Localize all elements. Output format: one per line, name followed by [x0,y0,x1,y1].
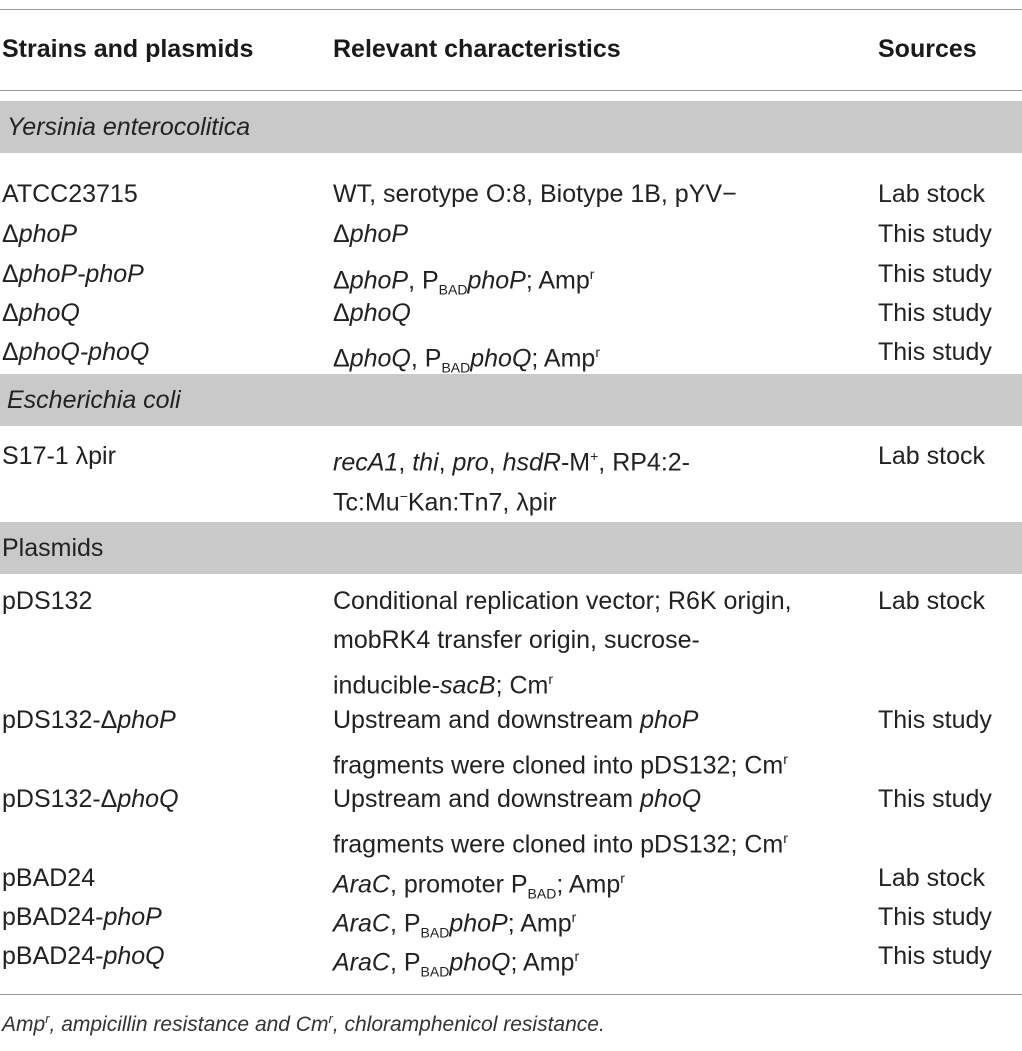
table-row-name: ΔphoP-phoP [2,260,144,288]
header-sources: Sources [878,35,977,63]
table-row-name: ΔphoP [2,220,78,248]
table-row-source: Lab stock [878,864,986,892]
table-row-name: pBAD24-phoP [2,903,162,931]
section-label: Escherichia coli [7,386,181,414]
table-row-characteristics: fragments were cloned into pDS132; Cmr [333,751,788,780]
table-row-characteristics: inducible-sacB; Cmr [333,671,554,700]
table-row-characteristics: WT, serotype O:8, Biotype 1B, pYV− [333,180,737,208]
table-row-source: This study [878,785,992,813]
table-row-characteristics: fragments were cloned into pDS132; Cmr [333,830,788,859]
table-row-characteristics: ΔphoP [333,220,409,248]
table-row-source: This study [878,706,992,734]
table-row-source: This study [878,338,992,366]
table-row-source: This study [878,260,992,288]
header-characteristics: Relevant characteristics [333,35,621,63]
table-row-name: ΔphoQ [2,299,80,327]
table-row-characteristics: ΔphoQ, PBADphoQ; Ampr [333,344,601,376]
table-row-characteristics: ΔphoP, PBADphoP; Ampr [333,266,595,298]
header-strains: Strains and plasmids [2,35,254,63]
table-row-characteristics: mobRK4 transfer origin, sucrose- [333,626,700,654]
table-row-characteristics: Upstream and downstream phoP [333,706,699,734]
section-ecoli: Escherichia coli [0,374,1022,426]
table-row-source: Lab stock [878,587,986,615]
table-row-name: pDS132-ΔphoQ [2,785,179,813]
table-row-characteristics: ΔphoQ [333,299,411,327]
table-row-source: This study [878,903,992,931]
section-label: Yersinia enterocolitica [7,113,251,141]
section-label: Plasmids [2,534,104,562]
table-row-characteristics: Upstream and downstream phoQ [333,785,702,813]
table-row-name: ATCC23715 [2,180,138,208]
table-row-name: S17-1 λpir [2,442,116,470]
table-row-name: pDS132 [2,587,93,615]
table-row-source: This study [878,942,992,970]
table-row-characteristics: AraC, PBADphoP; Ampr [333,909,577,941]
footnote: Ampr, ampicillin resistance and Cmr, chl… [2,1011,605,1036]
table-row-name: pBAD24-phoQ [2,942,165,970]
top-rule [0,9,1022,10]
table-row-name: pBAD24 [2,864,96,892]
bottom-rule [0,994,1022,995]
table-row-name: pDS132-ΔphoP [2,706,176,734]
table-row-source: Lab stock [878,180,986,208]
table-row-characteristics: Tc:Mu−Kan:Tn7, λpir [333,488,557,517]
section-yersinia: Yersinia enterocolitica [0,101,1022,153]
table-row-characteristics: AraC, promoter PBAD; Ampr [333,870,625,902]
table-row-name: ΔphoQ-phoQ [2,338,150,366]
table-row-source: Lab stock [878,442,986,470]
section-plasmids: Plasmids [0,522,1022,574]
table-row-source: This study [878,299,992,327]
table-row-characteristics: recA1, thi, pro, hsdR-M+, RP4:2- [333,448,690,477]
table-row-characteristics: AraC, PBADphoQ; Ampr [333,948,580,980]
table-row-characteristics: Conditional replication vector; R6K orig… [333,587,792,615]
table-row-source: This study [878,220,992,248]
table-header: Strains and plasmids Relevant characteri… [0,10,1022,90]
header-rule [0,90,1022,91]
